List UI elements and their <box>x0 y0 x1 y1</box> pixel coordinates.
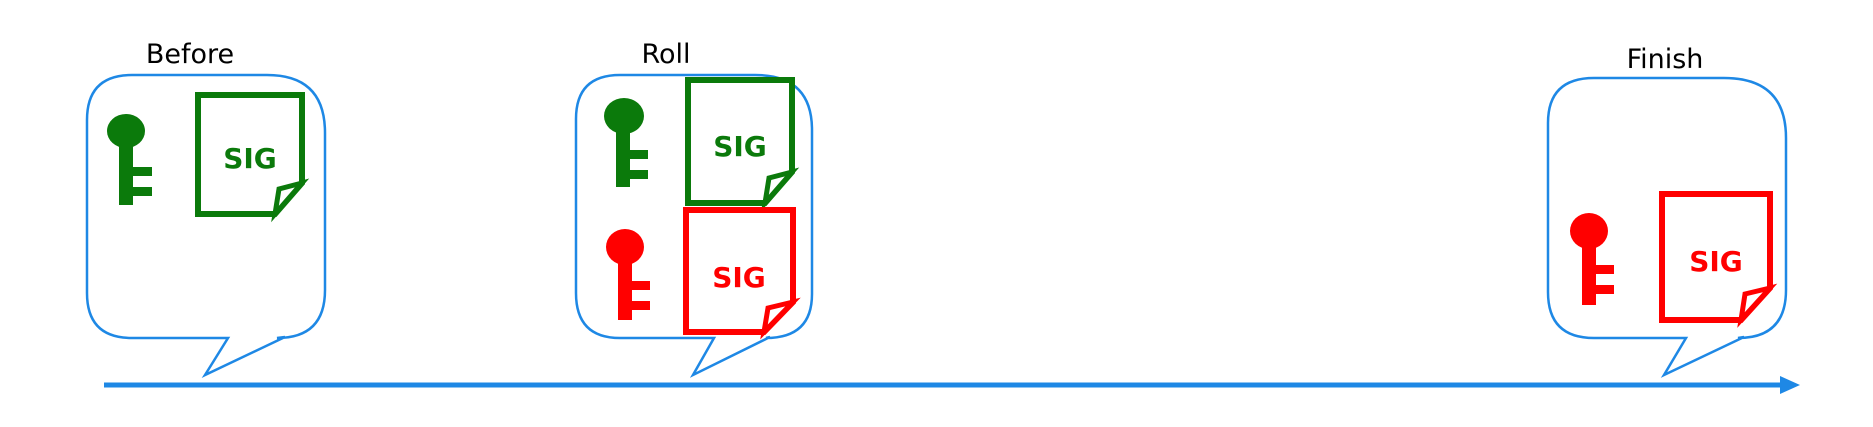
stage-roll: Roll SIG SIG <box>574 39 814 378</box>
stage-label-roll: Roll <box>641 39 690 70</box>
speech-bubble <box>574 73 814 378</box>
signature-document-icon: SIG <box>1659 191 1778 328</box>
signature-label: SIG <box>1689 245 1743 278</box>
new-signature-document-icon: SIG <box>683 207 801 340</box>
timeline <box>104 376 1800 394</box>
key-icon <box>1570 213 1614 305</box>
old-key-icon <box>604 98 648 187</box>
arrow-right-icon <box>1780 376 1800 394</box>
speech-bubble <box>85 73 327 378</box>
signature-label: SIG <box>223 142 277 175</box>
signature-label: SIG <box>713 130 767 163</box>
old-signature-document-icon: SIG <box>685 77 800 212</box>
stage-before: Before SIG <box>85 39 327 378</box>
signature-label: SIG <box>712 261 766 294</box>
speech-bubble <box>1546 76 1788 378</box>
stage-finish: Finish SIG <box>1546 44 1788 378</box>
stage-label-before: Before <box>146 39 234 70</box>
signature-document-icon: SIG <box>195 92 310 223</box>
key-icon <box>107 114 152 205</box>
stage-label-finish: Finish <box>1627 44 1704 75</box>
new-key-icon <box>606 229 650 320</box>
